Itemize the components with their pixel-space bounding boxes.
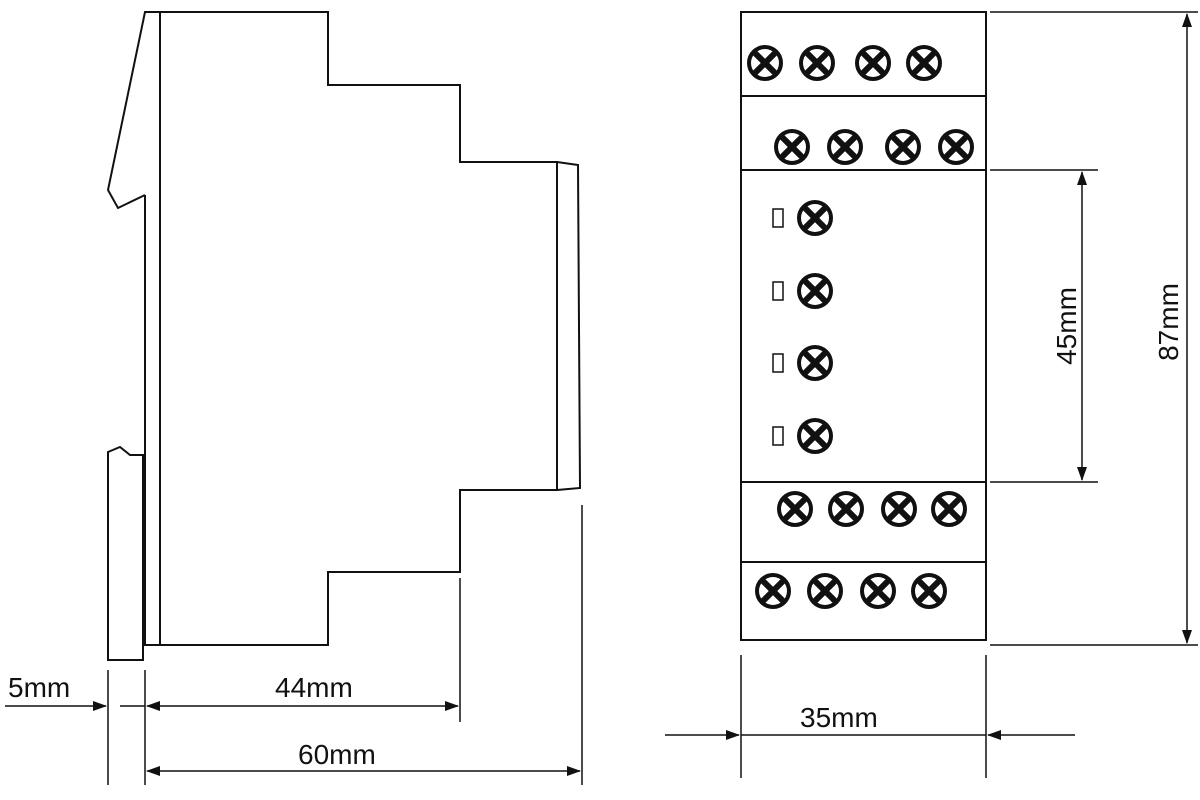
front-view: 45mm 87mm 35mm [665, 11, 1198, 778]
screw-icon [797, 345, 833, 381]
side-view: 5mm 44mm 60mm [5, 11, 583, 785]
screw-icon [860, 573, 896, 609]
screw-icon [828, 491, 864, 527]
terminal-screws [747, 45, 974, 609]
screw-icon [938, 129, 974, 165]
screw-icon [797, 200, 833, 236]
front-cover [556, 161, 582, 491]
indicator-led [772, 353, 784, 373]
front-housing [740, 11, 987, 641]
screw-icon [797, 273, 833, 309]
screw-icon [807, 573, 843, 609]
screw-icon [885, 129, 921, 165]
screw-icon [747, 45, 783, 81]
screw-icon [911, 573, 947, 609]
screw-icon [777, 491, 813, 527]
dim-87-label: 87mm [1153, 283, 1184, 361]
screw-icon [774, 129, 810, 165]
screw-icon [881, 491, 917, 527]
screw-icon [855, 45, 891, 81]
housing-profile [159, 11, 558, 646]
screw-icon [799, 45, 835, 81]
dim-60-label: 60mm [298, 739, 376, 770]
dim-35-label: 35mm [800, 702, 878, 733]
indicator-led [772, 426, 784, 446]
din-clip-top [106, 11, 160, 210]
screw-icon [755, 573, 791, 609]
screw-icon [906, 45, 942, 81]
screw-icon [931, 491, 967, 527]
dim-44-label: 44mm [275, 672, 353, 703]
indicator-led [772, 281, 784, 301]
screw-icon [827, 129, 863, 165]
screw-icon [797, 418, 833, 454]
dim-5-label: 5mm [8, 672, 70, 703]
din-clip-bottom [107, 445, 144, 661]
dim-45-label: 45mm [1051, 287, 1082, 365]
indicator-led [772, 208, 784, 228]
